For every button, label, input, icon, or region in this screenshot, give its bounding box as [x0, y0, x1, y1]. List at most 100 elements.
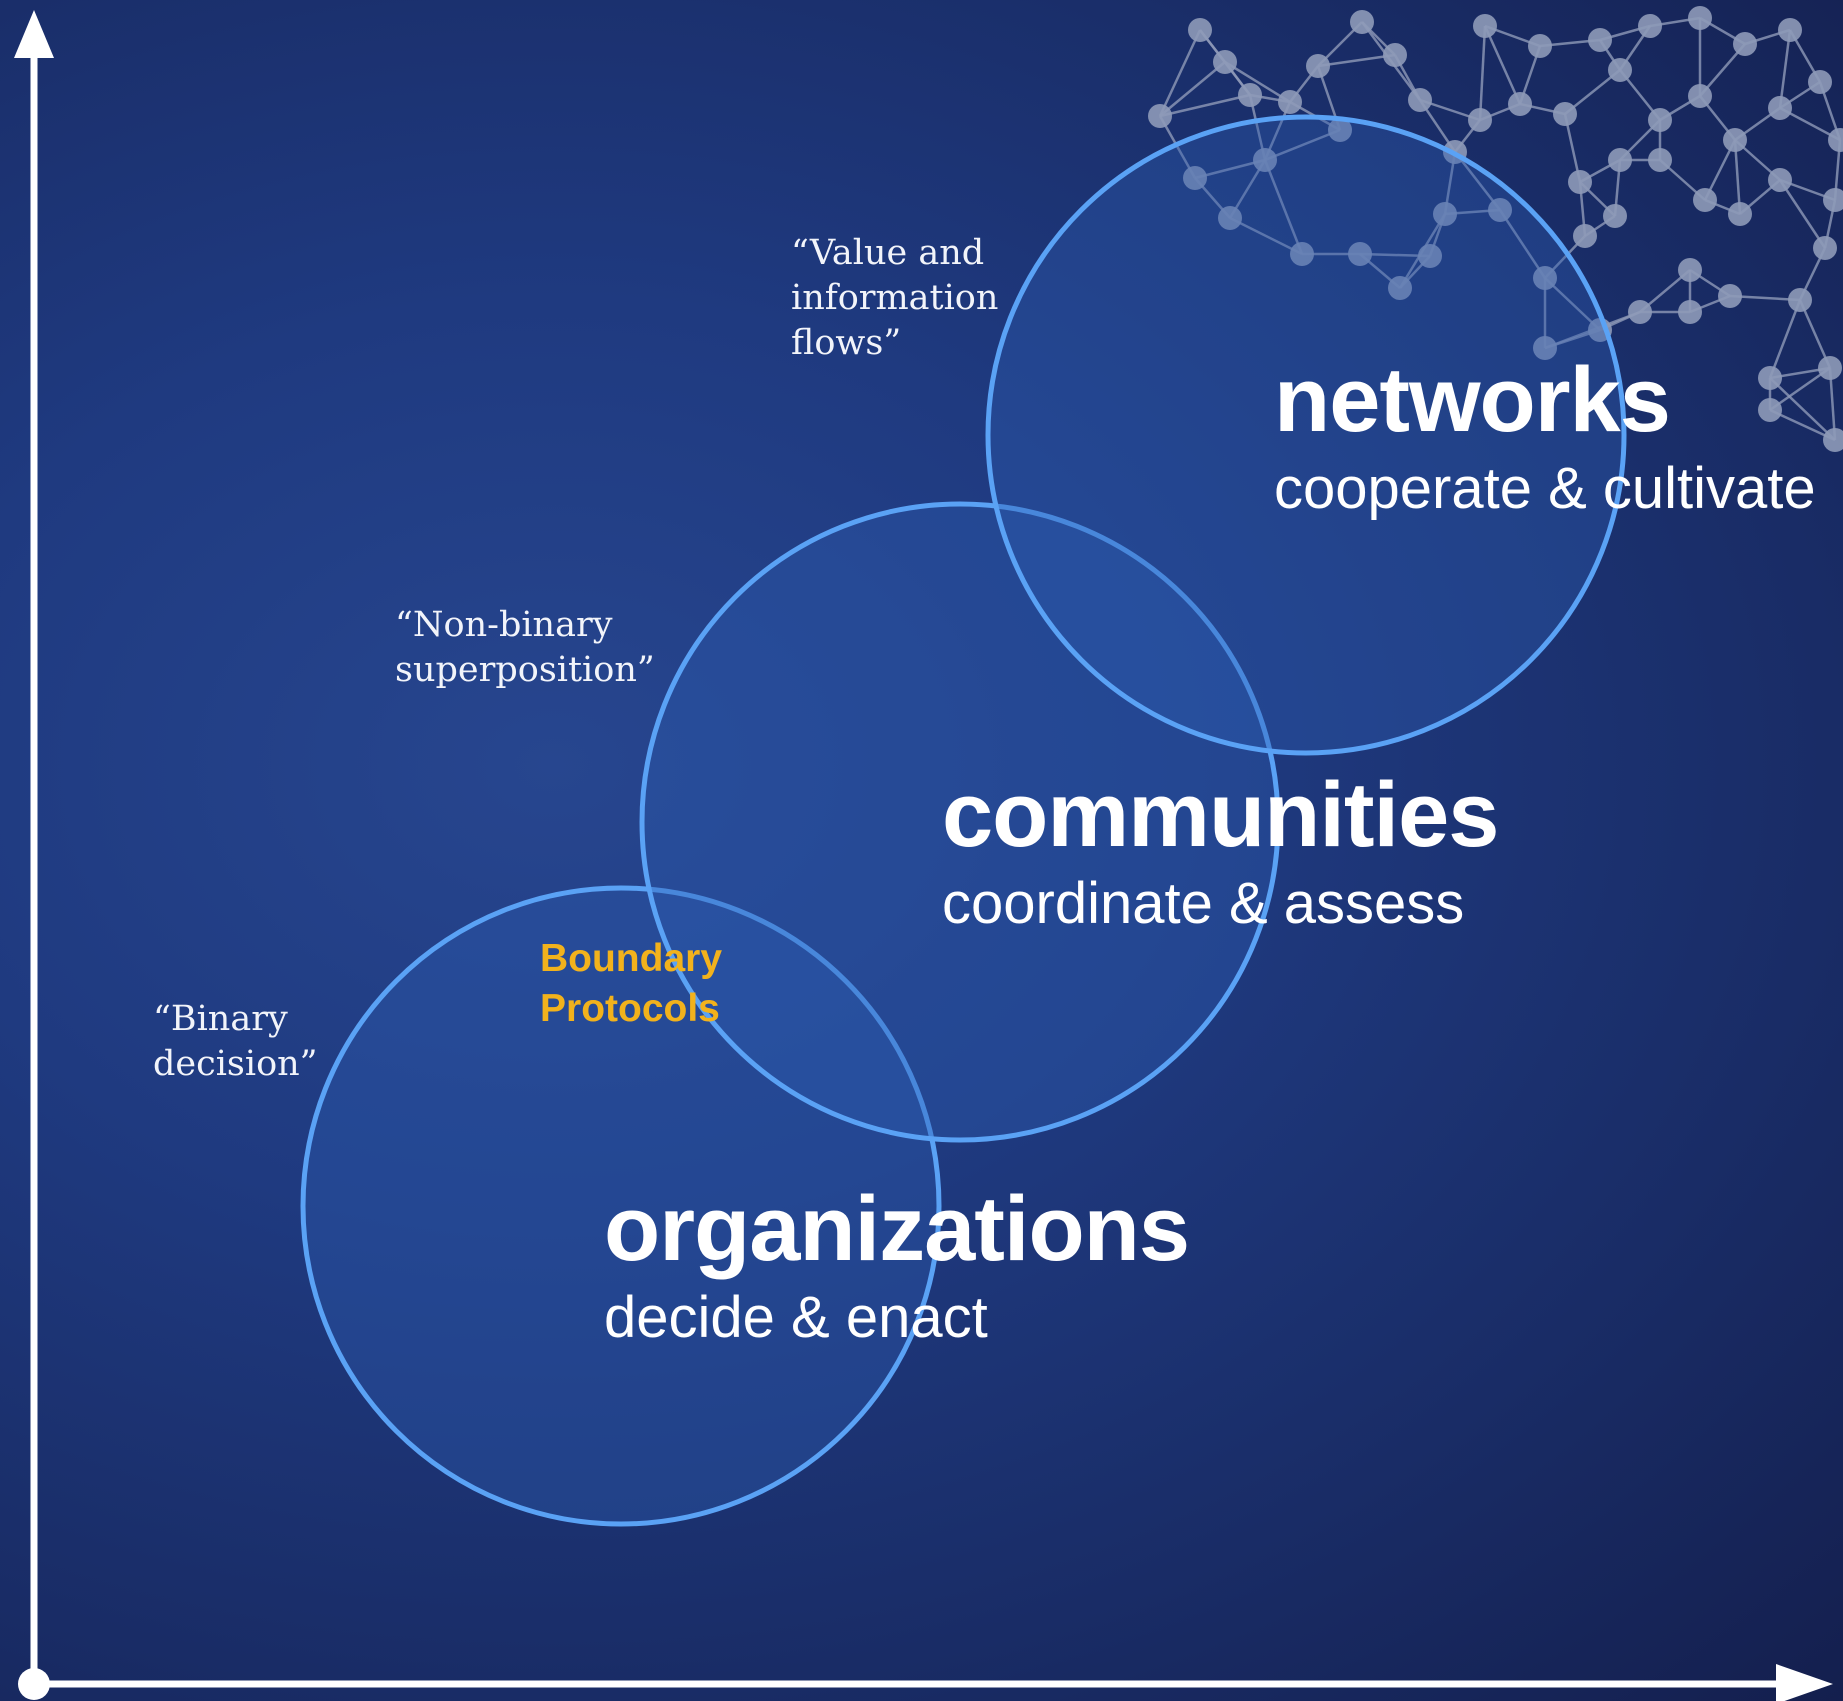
mesh-edge [1229, 216, 1303, 256]
mesh-node [1728, 202, 1752, 226]
mesh-edge [1769, 377, 1836, 441]
mesh-node [1818, 356, 1842, 380]
mesh-node [1823, 188, 1843, 212]
mesh-edge [1768, 299, 1802, 379]
networks-title: networks [1274, 349, 1671, 451]
quote-organizations: “Binary decision” [153, 999, 318, 1084]
mesh-node [1328, 118, 1352, 142]
mesh-node [1148, 104, 1172, 128]
quote-communities: “Non-binary superposition” [395, 605, 655, 690]
mesh-edge [1317, 53, 1396, 68]
mesh-node [1688, 84, 1712, 108]
mesh-node [1688, 6, 1712, 30]
mesh-node [1808, 70, 1832, 94]
mesh-node [1350, 10, 1374, 34]
mesh-node [1723, 128, 1747, 152]
mesh-node [1433, 202, 1457, 226]
label-communities: communities coordinate & assess [942, 764, 1499, 936]
mesh-node [1278, 90, 1302, 114]
mesh-node [1473, 14, 1497, 38]
communities-title: communities [942, 764, 1499, 866]
mesh-node [1238, 83, 1262, 107]
mesh-node [1348, 242, 1372, 266]
mesh-node [1218, 206, 1242, 230]
mesh-node [1718, 284, 1742, 308]
mesh-node [1573, 224, 1597, 248]
mesh-edge [1769, 366, 1831, 412]
mesh-node [1693, 188, 1717, 212]
mesh-node [1768, 96, 1792, 120]
mesh-node [1638, 14, 1662, 38]
organizations-title: organizations [604, 1178, 1190, 1280]
mesh-node [1733, 32, 1757, 56]
mesh-edge [1778, 179, 1827, 249]
mesh-node [1678, 258, 1702, 282]
mesh-node [1488, 198, 1512, 222]
quote-networks: “Value and information flows” [791, 233, 999, 363]
mesh-node [1778, 18, 1802, 42]
mesh-node [1608, 58, 1632, 82]
mesh-node [1758, 366, 1782, 390]
mesh-edge [1498, 209, 1547, 279]
mesh-node [1588, 28, 1612, 52]
mesh-node [1608, 148, 1632, 172]
mesh-node [1788, 288, 1812, 312]
mesh-node [1508, 92, 1532, 116]
mesh-node [1628, 300, 1652, 324]
mesh-edge [1194, 158, 1266, 180]
mesh-edge [1454, 151, 1501, 211]
mesh-node [1418, 244, 1442, 268]
mesh-edge [1778, 29, 1792, 109]
mesh-edge [1828, 367, 1837, 441]
origin-dot [18, 1668, 50, 1700]
mesh-node [1758, 398, 1782, 422]
label-organizations: organizations decide & enact [604, 1178, 1190, 1350]
circle-organizations [300, 885, 942, 1527]
mesh-node [1553, 102, 1577, 126]
mesh-edge [1224, 60, 1291, 104]
mesh-edge [1263, 159, 1304, 255]
mesh-node [1388, 276, 1412, 300]
mesh-edge [1483, 25, 1522, 105]
mesh-node [1648, 148, 1672, 172]
mesh-node [1253, 148, 1277, 172]
mesh-edge [1478, 25, 1487, 121]
communities-subtitle: coordinate & assess [942, 871, 1465, 936]
mesh-node [1648, 108, 1672, 132]
mesh-edge [1158, 29, 1202, 117]
mesh-node [1188, 18, 1212, 42]
mesh-node [1678, 300, 1702, 324]
mesh-edge [1159, 61, 1226, 117]
y-axis-arrow-icon [14, 10, 54, 58]
mesh-edge [1159, 93, 1251, 118]
circle-networks [985, 114, 1627, 756]
mesh-edge [1544, 277, 1601, 331]
mesh-node [1603, 204, 1627, 228]
organizations-subtitle: decide & enact [604, 1285, 988, 1350]
mesh-node [1183, 166, 1207, 190]
mesh-node [1528, 34, 1552, 58]
mesh-node [1823, 428, 1843, 452]
mesh-edge [1264, 128, 1341, 162]
mesh-edge [1733, 139, 1742, 215]
label-networks: networks cooperate & cultivate [1274, 354, 1816, 518]
mesh-node [1568, 170, 1592, 194]
mesh-node [1768, 168, 1792, 192]
circle-communities [639, 501, 1281, 1143]
mesh-node [1383, 43, 1407, 67]
mesh-node [1213, 50, 1237, 74]
mesh-node [1533, 336, 1557, 360]
mesh-node [1408, 88, 1432, 112]
networks-subtitle: cooperate & cultivate [1274, 456, 1816, 521]
boundary-protocols-label: Boundary Protocols [540, 937, 723, 1030]
x-axis [18, 1664, 1833, 1701]
mesh-node [1828, 128, 1843, 152]
mesh-edge [1798, 299, 1832, 369]
mesh-node [1306, 54, 1330, 78]
mesh-node [1290, 242, 1314, 266]
mesh-node [1813, 236, 1837, 260]
x-axis-arrow-icon [1776, 1664, 1833, 1701]
y-axis [14, 10, 54, 1684]
mesh-node [1468, 108, 1492, 132]
